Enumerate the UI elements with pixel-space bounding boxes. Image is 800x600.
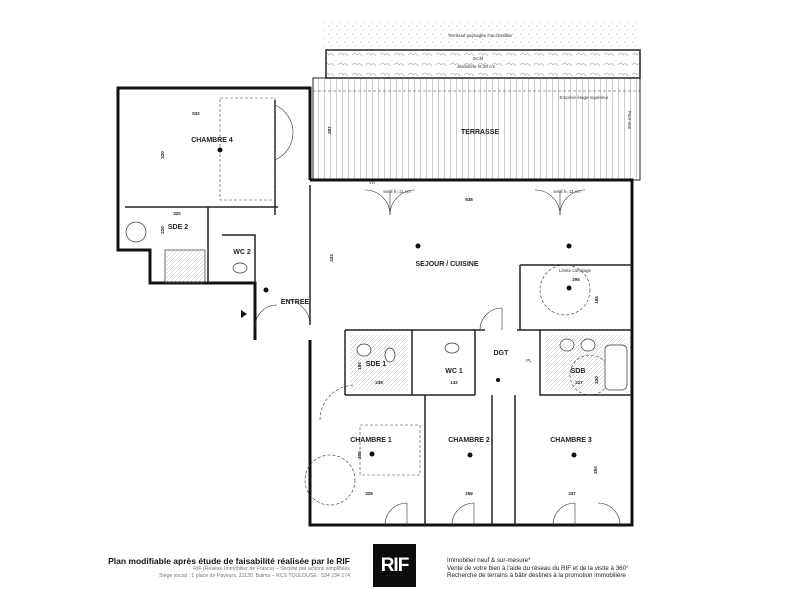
room-label-dgt: DGT	[494, 350, 510, 357]
room-label-sde1: SDE 1	[366, 361, 386, 368]
floor-plan: Terrasse paysagée inaccessible GCM Jardi…	[116, 20, 641, 527]
dimensions: 532 320 320 220 938 433 295 185 185 238 …	[160, 111, 599, 496]
room-label-chambre4: CHAMBRE 4	[191, 137, 233, 144]
room-label-sde2: SDE 2	[168, 224, 188, 231]
dim-sejour-width: 938	[465, 197, 473, 202]
planter: GCM Jardinière ht 20 cm	[325, 49, 641, 79]
footer-disclaimer: Plan modifiable après étude de faisabili…	[60, 556, 350, 580]
footer-tagline-2: Vente de votre bien à l'aide du réseau d…	[447, 564, 629, 572]
windbreak-label: Pare-vue	[627, 111, 632, 130]
dim-chambre1-width: 328	[365, 491, 373, 496]
dim-sde2-width: 320	[173, 211, 181, 216]
entrance-arrow-icon	[241, 310, 247, 318]
dim-sde1-depth: 185	[357, 362, 362, 370]
dim-sde2-depth: 220	[160, 226, 165, 234]
dim-chambre2-width: 259	[465, 491, 473, 496]
room-label-entree: ENTREE	[281, 299, 310, 306]
dim-sejour-depth: 433	[329, 254, 334, 262]
room-labels: CHAMBRE 4 SDE 2 WC 2 ENTREE SEJOUR / CUI…	[168, 137, 592, 444]
terrace: Emprise étage supérieur Pare-vue TERRASS…	[312, 77, 641, 181]
room-label-chambre2: CHAMBRE 2	[448, 437, 490, 444]
bathroom-fixtures	[125, 221, 628, 391]
room-label-terrasse: TERRASSE	[461, 129, 499, 136]
planter-label: Jardinière ht 20 cm	[457, 64, 496, 69]
footer-taglines: Immobilier neuf & sur-mesure* Vente de v…	[447, 557, 629, 580]
ceiling-light-icons	[217, 147, 577, 458]
dim-chambre4-width: 532	[192, 111, 200, 116]
footer-title: Plan modifiable après étude de faisabili…	[108, 556, 350, 566]
footer-address: Siège social : 1 place de Paveurs, 31130…	[159, 573, 350, 579]
landscaped-terrace: Terrasse paysagée inaccessible	[322, 20, 640, 50]
interior-walls	[125, 100, 632, 525]
annotations: Limite carrelage seuil h=11 cm seuil h=1…	[369, 180, 592, 363]
vr-label: VR	[369, 180, 376, 185]
footer-tagline-1: Immobilier neuf & sur-mesure*	[447, 557, 531, 564]
tile-limit-label: Limite carrelage	[559, 268, 592, 273]
landscaped-terrace-label: Terrasse paysagée inaccessible	[448, 33, 512, 38]
room-label-wc2: WC 2	[233, 249, 251, 256]
room-label-chambre1: CHAMBRE 1	[350, 437, 392, 444]
footer-tagline-3: Recherche de terrains à bâtir destinés à…	[447, 572, 626, 580]
room-label-sejour: SEJOUR / CUISINE	[415, 261, 478, 268]
dim-kitchen-width: 295	[572, 277, 580, 282]
upper-floor-label: Emprise étage supérieur	[559, 95, 609, 100]
planter-code-label: GCM	[473, 56, 484, 61]
footer-company: RIF (Réseau Immobilier de France) – Soci…	[193, 566, 350, 572]
dim-chambre3-width: 337	[568, 491, 576, 496]
dim-wc1-width: 132	[450, 380, 458, 385]
dim-chambre3-depth: 294	[593, 466, 598, 474]
rif-logo: RIF	[373, 544, 416, 587]
dim-sde1-width: 238	[375, 380, 383, 385]
dim-terrasse: 297	[327, 126, 332, 134]
sill-label-2: seuil h=11 cm	[553, 189, 581, 194]
pl-label: PL	[526, 358, 532, 363]
dim-chambre1-depth: 300	[357, 451, 362, 459]
sill-label-1: seuil h=11 cm	[383, 189, 411, 194]
room-label-chambre3: CHAMBRE 3	[550, 437, 592, 444]
room-label-wc1: WC 1	[445, 368, 463, 375]
dim-sdb-depth: 220	[594, 376, 599, 384]
dim-sdb-width: 227	[575, 380, 583, 385]
dim-chambre4-depth: 320	[160, 151, 165, 159]
room-label-sdb: SDB	[571, 368, 586, 375]
dim-kitchen-depth: 185	[594, 296, 599, 304]
exterior-walls	[116, 86, 634, 527]
